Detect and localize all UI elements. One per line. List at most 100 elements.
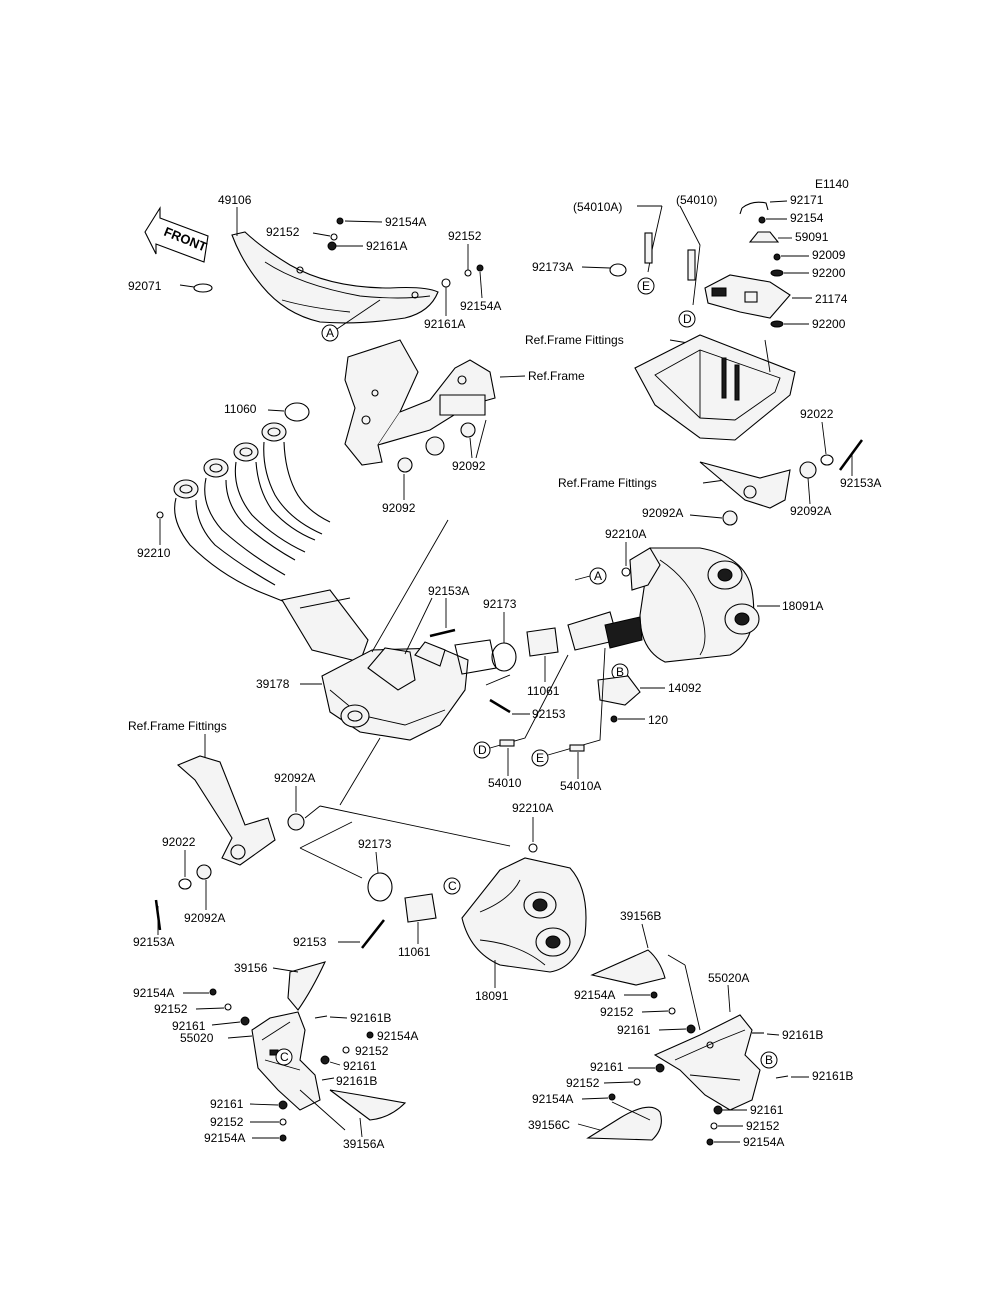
label-92154A-a: 92154A — [385, 215, 426, 229]
gasket-11060 — [284, 402, 310, 422]
label-92153A-a: 92153A — [840, 476, 881, 490]
label-92154A-d: 92154A — [377, 1029, 418, 1043]
label-92161-e: 92161 — [590, 1060, 624, 1074]
label-92161B-d: 92161B — [812, 1069, 853, 1083]
front-label: FRONT — [162, 224, 209, 255]
label-92154A-c: 92154A — [574, 988, 615, 1002]
label-54010-ref: (54010) — [676, 193, 717, 207]
label-92161-b: 92161 — [343, 1059, 377, 1073]
label-92152-c: 92152 — [600, 1005, 634, 1019]
label-ref-frame-fittings-3: Ref.Frame Fittings — [128, 719, 227, 733]
exhaust-header-pipes — [173, 422, 369, 663]
label-92071: 92071 — [128, 279, 162, 293]
label-92154A-g: 92154A — [532, 1092, 573, 1106]
label-92152-g: 92152 — [566, 1076, 600, 1090]
label-11061-b: 11061 — [398, 945, 431, 959]
label-92161A-b: 92161A — [424, 317, 465, 331]
label-59091: 59091 — [795, 230, 829, 244]
clamp-92173-a — [491, 642, 517, 672]
label-92154A-h: 92154A — [743, 1135, 784, 1149]
callout-B-2: B — [765, 1053, 773, 1067]
diagram-code: E1140 — [815, 177, 849, 191]
frame-bracket — [344, 339, 496, 473]
frame-fitting-left — [176, 755, 276, 866]
callout-A-1: A — [326, 326, 334, 340]
label-92161B-c: 92161B — [350, 1011, 391, 1025]
label-21174: 21174 — [815, 292, 848, 306]
callout-C-2: C — [280, 1050, 289, 1064]
label-39178: 39178 — [256, 677, 290, 691]
grommet-92071 — [193, 283, 213, 293]
label-92152-f: 92152 — [210, 1115, 244, 1129]
label-92153-a: 92153 — [532, 707, 566, 721]
label-92210A-a: 92210A — [605, 527, 646, 541]
label-55020: 55020 — [180, 1031, 214, 1045]
clip-92173A — [609, 263, 627, 277]
label-92152-d: 92152 — [355, 1044, 389, 1058]
label-18091A: 18091A — [782, 599, 823, 613]
label-92092A-c: 92092A — [274, 771, 315, 785]
label-ref-frame-fittings-2: Ref.Frame Fittings — [558, 476, 657, 490]
label-92022-b: 92022 — [162, 835, 196, 849]
label-92152-a: 92152 — [266, 225, 300, 239]
label-92173-a: 92173 — [483, 597, 517, 611]
label-92171: 92171 — [790, 193, 824, 207]
label-92092A-b: 92092A — [642, 506, 683, 520]
label-92154A-f: 92154A — [204, 1131, 245, 1145]
heat-insulator-39156C — [586, 1106, 662, 1141]
label-11061-a: 11061 — [527, 684, 560, 698]
label-39156: 39156 — [234, 961, 268, 975]
callout-D-2: D — [683, 312, 692, 326]
heat-guard-55020A — [653, 1014, 761, 1111]
label-92009: 92009 — [812, 248, 846, 262]
upper-heat-cover — [231, 231, 439, 324]
label-92161-d: 92161 — [210, 1097, 244, 1111]
label-92153A-b: 92153A — [428, 584, 469, 598]
label-92161A-a: 92161A — [366, 239, 407, 253]
label-18091: 18091 — [475, 989, 509, 1003]
label-92161-f: 92161 — [750, 1103, 784, 1117]
label-55020A: 55020A — [708, 971, 749, 985]
label-92092-a: 92092 — [382, 501, 416, 515]
label-92152-b: 92152 — [448, 229, 482, 243]
label-92161B-a: 92161B — [782, 1028, 823, 1042]
heat-insulator-39156 — [287, 961, 327, 1011]
label-92200-a: 92200 — [812, 266, 846, 280]
callout-A-2: A — [594, 569, 602, 583]
label-39156B: 39156B — [620, 909, 661, 923]
callout-E-2: E — [642, 279, 650, 293]
label-92173-b: 92173 — [358, 837, 392, 851]
callout-E-1: E — [536, 751, 544, 765]
label-92152-h: 92152 — [746, 1119, 780, 1133]
label-92092A-d: 92092A — [184, 911, 225, 925]
heat-insulator-39156A — [329, 1089, 407, 1121]
muffler-18091 — [461, 857, 587, 973]
label-92154-a: 92154 — [790, 211, 824, 225]
label-39156A: 39156A — [343, 1137, 384, 1151]
label-39156C: 39156C — [528, 1118, 570, 1132]
label-92173A: 92173A — [532, 260, 573, 274]
label-92210: 92210 — [137, 546, 171, 560]
callout-D-1: D — [478, 743, 487, 757]
label-ref-frame: Ref.Frame — [528, 369, 585, 383]
label-54010A: 54010A — [560, 779, 601, 793]
label-49106: 49106 — [218, 193, 252, 207]
label-92161B-b: 92161B — [336, 1074, 377, 1088]
label-54010: 54010 — [488, 776, 522, 790]
label-54010A-ref: (54010A) — [573, 200, 622, 214]
label-92153-b: 92153 — [293, 935, 327, 949]
label-14092: 14092 — [668, 681, 702, 695]
label-92161-c: 92161 — [172, 1019, 206, 1033]
label-92022-a: 92022 — [800, 407, 834, 421]
label-11060: 11060 — [224, 402, 257, 416]
muffler-18091A — [567, 547, 760, 663]
label-92092-b: 92092 — [452, 459, 486, 473]
label-92152-e: 92152 — [154, 1002, 188, 1016]
callout-B-1: B — [616, 665, 624, 679]
label-92153A-c: 92153A — [133, 935, 174, 949]
front-arrow-icon: FRONT — [144, 206, 209, 263]
label-92092A-a: 92092A — [790, 504, 831, 518]
label-92154A-e: 92154A — [133, 986, 174, 1000]
label-120: 120 — [648, 713, 668, 727]
